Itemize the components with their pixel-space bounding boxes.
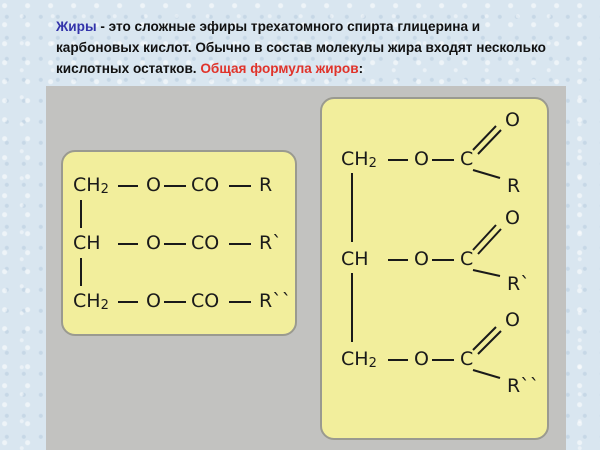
structural-row-3-carbonyl-o: O bbox=[505, 309, 520, 331]
structural-row-2-o: O bbox=[414, 248, 429, 270]
structural-row-1-c: C bbox=[460, 148, 474, 170]
structural-row-1-carbonyl-o: O bbox=[505, 109, 520, 131]
intro-text: - это сложные эфиры трехатомного спирта … bbox=[56, 19, 546, 76]
ch-main: CH bbox=[73, 232, 101, 254]
term-fats: Жиры bbox=[56, 19, 97, 34]
formula-label: Общая формула жиров bbox=[200, 61, 359, 76]
condensed-row-3-o: O bbox=[146, 290, 161, 312]
ch-main: CH bbox=[73, 174, 101, 196]
condensed-row-1-ch: CH2 bbox=[73, 174, 109, 197]
structural-row-3-r: R`` bbox=[507, 375, 540, 397]
structural-row-1-r: R bbox=[507, 175, 521, 197]
ch-main: CH bbox=[341, 248, 369, 270]
condensed-row-2-o: O bbox=[146, 232, 161, 254]
condensed-row-2-co: CO bbox=[191, 232, 220, 254]
condensed-row-2-r: R` bbox=[259, 232, 282, 254]
structural-row-1-ch: CH2 bbox=[341, 148, 377, 171]
ch-sub: 2 bbox=[100, 182, 109, 197]
condensed-row-2-ch: CH bbox=[73, 234, 101, 253]
condensed-row-3-r: R`` bbox=[259, 290, 292, 312]
intro-paragraph: Жиры - это сложные эфиры трехатомного сп… bbox=[56, 16, 556, 79]
structural-row-3-o: O bbox=[414, 348, 429, 370]
ch-main: CH bbox=[341, 348, 369, 370]
structural-row-2-carbonyl-o: O bbox=[505, 207, 520, 229]
ch-main: CH bbox=[341, 148, 369, 170]
condensed-row-1-o: O bbox=[146, 174, 161, 196]
structural-row-2-r: R` bbox=[507, 273, 530, 295]
ch-main: CH bbox=[73, 290, 101, 312]
ch-sub: 2 bbox=[368, 356, 377, 371]
structural-row-2-c: C bbox=[460, 248, 474, 270]
ch-sub: 2 bbox=[100, 298, 109, 313]
structural-row-2-ch: CH bbox=[341, 250, 369, 269]
condensed-row-3-ch: CH2 bbox=[73, 290, 109, 313]
condensed-row-1-co: CO bbox=[191, 174, 220, 196]
intro-colon: : bbox=[358, 61, 364, 76]
structural-formula-panel bbox=[320, 97, 549, 440]
structural-row-3-ch: CH2 bbox=[341, 348, 377, 371]
ch-sub: 2 bbox=[368, 156, 377, 171]
condensed-row-3-co: CO bbox=[191, 290, 220, 312]
structural-row-3-c: C bbox=[460, 348, 474, 370]
structural-row-1-o: O bbox=[414, 148, 429, 170]
condensed-row-1-r: R bbox=[259, 174, 273, 196]
